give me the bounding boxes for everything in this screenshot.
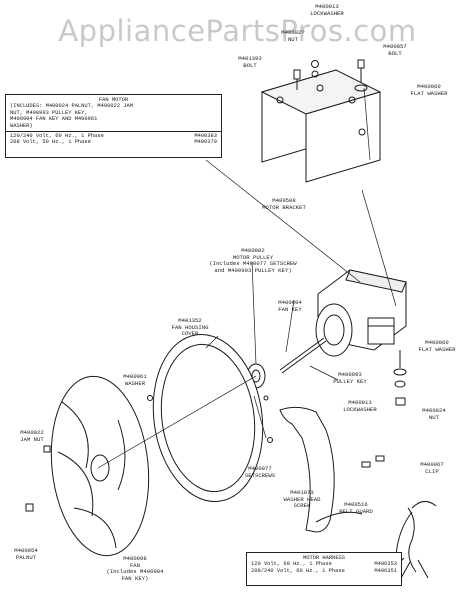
fan-motor-spec: 208 Volt, 50 Hz., 1 Phase <box>10 139 91 146</box>
fan-housing-cover-shape <box>152 333 264 503</box>
right-hardware-shapes <box>393 350 407 406</box>
fan-motor-row: 208 Volt, 50 Hz., 1 Phase M400379 <box>10 139 217 145</box>
motor-harness-spec: 208/240 Volt, 60 Hz., 1 Phase <box>251 567 345 574</box>
fan-motor-row: 120/240 Volt, 60 Hz., 1 Phase M400383 <box>10 133 217 139</box>
fan-motor-info-box: FAN MOTOR (INCLUDES: M400024 PALNUT, M40… <box>5 94 222 158</box>
fan-motor-shape <box>279 269 407 374</box>
fan-motor-spec: 120/240 Volt, 60 Hz., 1 Phase <box>10 133 104 140</box>
motor-harness-part: M406351 <box>374 567 397 574</box>
motor-harness-row: 120 Volt, 60 Hz., 1 Phase M406353 <box>251 561 397 567</box>
leader-lines <box>97 87 397 469</box>
top-hardware-shapes <box>293 59 368 92</box>
motor-harness-row: 208/240 Volt, 60 Hz., 1 Phase M406351 <box>251 568 397 574</box>
fan-motor-part: M400379 <box>194 139 217 146</box>
fan-motor-part: M400383 <box>194 133 217 140</box>
callout-nut-top: M40002?NUT <box>281 29 305 43</box>
belt-guard-shape <box>279 406 363 533</box>
fan-motor-includes-line: WASHER) <box>10 122 33 129</box>
fan-shape <box>50 375 150 557</box>
watermark: AppliancePartsPros.com <box>58 14 417 48</box>
motor-harness-info-box: MOTOR HARNESS 120 Volt, 60 Hz., 1 Phase … <box>246 552 402 586</box>
fan-motor-includes-line: M400994 FAN KEY AND M400961 <box>10 116 98 123</box>
motor-harness-part: M406353 <box>374 561 397 568</box>
fan-motor-title: FAN MOTOR <box>98 97 129 103</box>
motor-bracket-shape <box>260 69 382 183</box>
fan-motor-includes-line: (INCLUDES: M400024 PALNUT, M400022 JAM <box>10 103 133 110</box>
fan-motor-includes-line: NUT, M400993 PULLEY KEY, <box>10 109 88 116</box>
motor-harness-title: MOTOR HARNESS <box>302 555 346 561</box>
motor-harness-spec: 120 Volt, 60 Hz., 1 Phase <box>251 561 332 568</box>
small-hardware-shapes <box>25 395 385 512</box>
